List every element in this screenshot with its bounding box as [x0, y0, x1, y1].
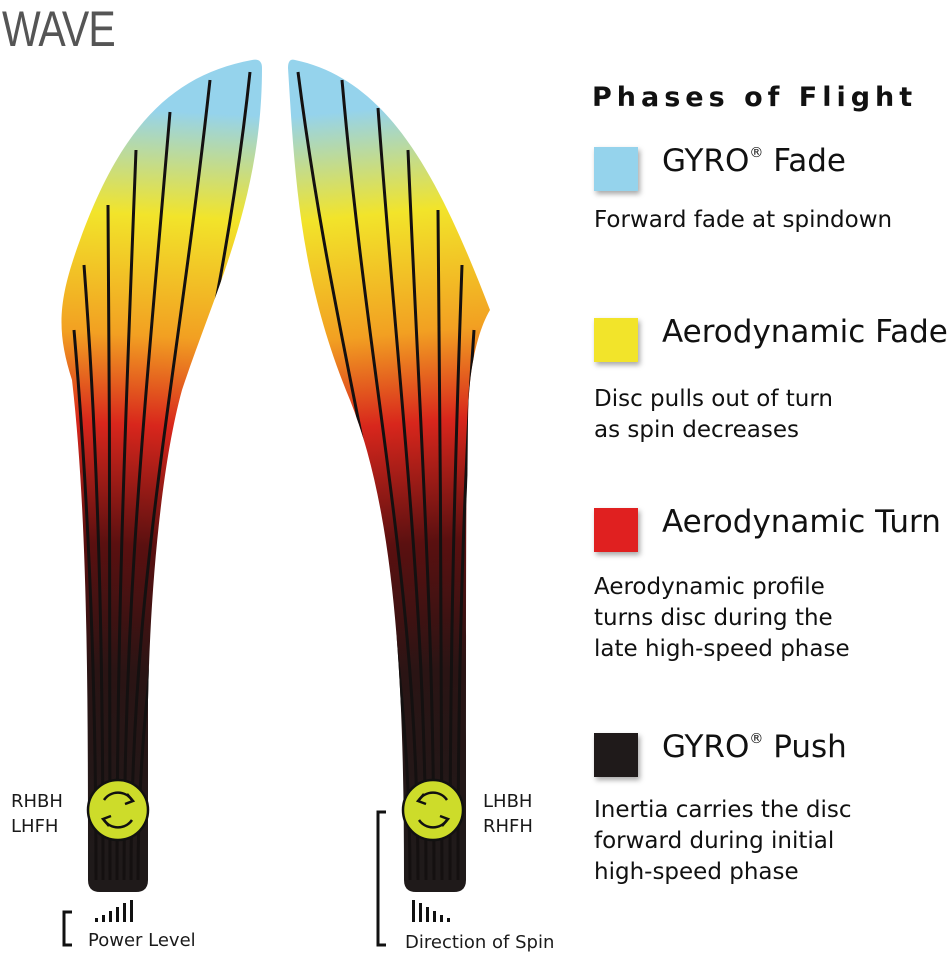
power-level-bars-icon [95, 900, 133, 922]
page-title: WAVE [2, 1, 116, 57]
power-level-label: Power Level [88, 930, 196, 951]
right-flight-path [288, 59, 490, 947]
left-flight-path [61, 59, 262, 947]
throw-label-rhfh: RHFH [483, 816, 533, 837]
right-throw-labels: LHBH RHFH [483, 789, 533, 839]
gyro-fade-swatch [594, 147, 638, 191]
legend-name: GYRO® Fade [662, 143, 846, 179]
direction-of-spin-bars-icon [412, 900, 450, 922]
left-path-line [122, 111, 172, 880]
left-path-line [82, 264, 105, 880]
left-path-body [61, 59, 262, 892]
right-path-line [448, 264, 464, 880]
aerodynamic-fade-swatch [594, 318, 638, 362]
spin-indicator-circle [86, 778, 150, 842]
legend-heading: Phases of Flight [592, 82, 918, 113]
right-path-line [406, 149, 436, 880]
right-path-line [376, 107, 428, 880]
spin-indicator-circle [401, 778, 465, 842]
legend-desc: Inertia carries the disc forward during … [594, 797, 852, 885]
right-path-line [340, 79, 420, 880]
legend-desc: Forward fade at spindown [594, 207, 893, 233]
throw-label-rhbh: RHBH [11, 791, 63, 812]
legend-name: Aerodynamic Turn [662, 504, 941, 540]
gyro-push-swatch [594, 733, 638, 777]
power-level-bracket [62, 910, 72, 947]
direction-of-spin-label: Direction of Spin [405, 932, 555, 953]
counterclockwise-arrows-icon [415, 791, 451, 829]
aerodynamic-turn-swatch [594, 508, 638, 552]
throw-label-lhbh: LHBH [483, 791, 533, 812]
direction-of-spin-bracket [376, 810, 386, 947]
left-path-line [72, 329, 98, 880]
left-path-line [129, 79, 212, 880]
legend-desc: Disc pulls out of turn as spin decreases [594, 386, 833, 443]
left-path-line [115, 149, 138, 880]
legend-name: Aerodynamic Fade [662, 314, 947, 350]
throw-label-lhfh: LHFH [11, 816, 59, 837]
legend-name: GYRO® Push [662, 729, 847, 765]
legend-desc: Aerodynamic profile turns disc during th… [594, 574, 850, 662]
left-throw-labels: RHBH LHFH [11, 789, 63, 839]
clockwise-arrows-icon [100, 791, 136, 829]
